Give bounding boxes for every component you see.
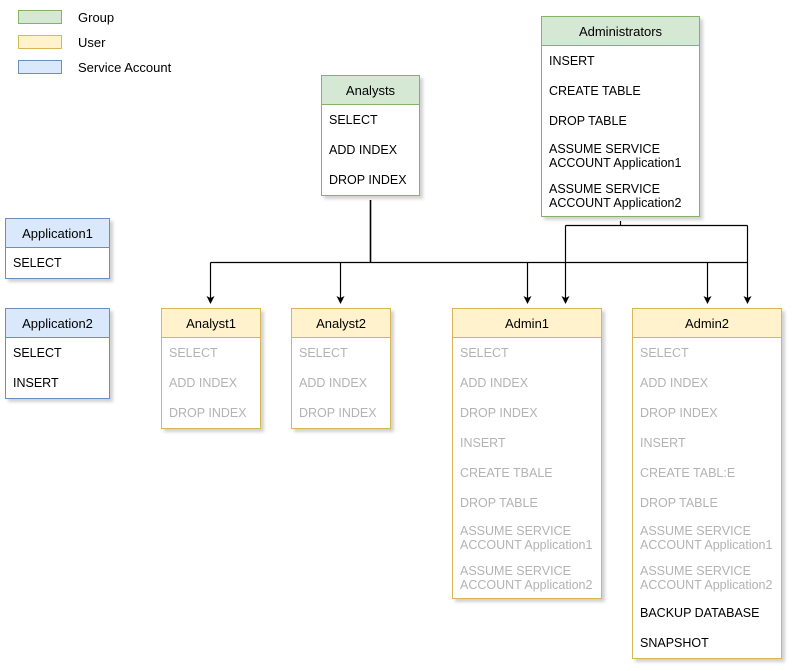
permission-own: DROP INDEX [329,173,407,187]
permission-own: DROP TABLE [549,114,627,128]
permission-inherited: SELECT [299,346,348,360]
permission-inherited: ADD INDEX [169,376,238,390]
legend-item-user: User [18,31,228,53]
permission-inherited: ASSUME SERVICE ACCOUNT Application2 [640,564,773,592]
permission-inherited: DROP INDEX [640,406,718,420]
node-application2[interactable]: Application2 SELECT INSERT [5,308,110,399]
node-body-analysts: SELECT ADD INDEX DROP INDEX [321,105,420,196]
permission-own: ASSUME SERVICE ACCOUNT Application2 [549,182,682,210]
permission-own: ADD INDEX [329,143,398,157]
node-body-administrators: INSERT CREATE TABLE DROP TABLE ASSUME SERVI… [541,46,700,217]
permission-inherited: SELECT [460,346,509,360]
permission-own: ASSUME SERVICE ACCOUNT Application1 [549,142,682,170]
node-title-analyst1: Analyst1 [161,308,261,338]
permission-inherited: ADD INDEX [640,376,709,390]
permission-inherited: INSERT [460,436,506,450]
node-analyst2[interactable]: Analyst2 SELECT ADD INDEX DROP INDEX [291,308,391,429]
permission-own: SELECT [13,256,62,270]
permission-own: SNAPSHOT [640,636,709,650]
edge-administrators-bus [565,221,748,227]
node-application1[interactable]: Application1 SELECT [5,218,110,279]
legend-label-service-account: Service Account [78,59,172,75]
node-analyst1[interactable]: Analyst1 SELECT ADD INDEX DROP INDEX [161,308,261,429]
node-analysts[interactable]: Analysts SELECT ADD INDEX DROP INDEX [321,75,420,196]
node-title-analysts: Analysts [321,75,420,105]
permission-inherited: DROP TABLE [640,496,718,510]
permission-inherited: SELECT [169,346,218,360]
permission-inherited: ADD INDEX [460,376,529,390]
permission-own: SELECT [13,346,62,360]
node-title-admin1: Admin1 [452,308,602,338]
legend-label-user: User [78,34,106,50]
node-title-administrators: Administrators [541,16,700,46]
permission-inherited: CREATE TABL:E [640,466,736,480]
legend-item-group: Group [18,6,228,28]
permission-inherited: ASSUME SERVICE ACCOUNT Application1 [640,524,773,552]
node-body-admin1: SELECT ADD INDEX DROP INDEX INSERT CREATE TB… [452,338,602,599]
permission-own: INSERT [549,54,595,68]
permission-inherited: DROP INDEX [299,406,377,420]
legend-item-service-account: Service Account [18,56,228,78]
node-title-application1: Application1 [5,218,110,248]
permission-inherited: ASSUME SERVICE ACCOUNT Application2 [460,564,593,592]
permission-inherited: SELECT [640,346,689,360]
permission-inherited: DROP INDEX [460,406,538,420]
node-body-admin2: SELECT ADD INDEX DROP INDEX INSERT CREATE TA… [632,338,782,659]
node-body-analyst2: SELECT ADD INDEX DROP INDEX [291,338,391,429]
node-body-analyst1: SELECT ADD INDEX DROP INDEX [161,338,261,429]
permission-inherited: ADD INDEX [299,376,368,390]
permission-own: SELECT [329,113,378,127]
user-swatch [18,35,62,49]
legend-label-group: Group [78,9,115,25]
service-account-swatch [18,60,62,74]
node-body-application2: SELECT INSERT [5,338,110,399]
permission-inherited: DROP TABLE [460,496,538,510]
permission-own: CREATE TABLE [549,84,641,98]
node-administrators[interactable]: Administrators INSERT CREATE TABLE DROP TA… [541,16,700,217]
node-body-application1: SELECT [5,248,110,279]
permission-inherited: CREATE TBALE [460,466,553,480]
node-title-admin2: Admin2 [632,308,782,338]
permission-inherited: INSERT [640,436,686,450]
group-swatch [18,10,62,24]
node-admin1[interactable]: Admin1 SELECT ADD INDEX DROP INDEX INSERT CR… [452,308,602,599]
node-title-application2: Application2 [5,308,110,338]
legend: Group User Service Account [18,6,228,81]
permission-own: INSERT [13,376,59,390]
node-title-analyst2: Analyst2 [291,308,391,338]
permission-inherited: DROP INDEX [169,406,247,420]
permission-inherited: ASSUME SERVICE ACCOUNT Application1 [460,524,593,552]
node-admin2[interactable]: Admin2 SELECT ADD INDEX DROP INDEX INSERT CR… [632,308,782,659]
permission-own: BACKUP DATABASE [640,606,760,620]
